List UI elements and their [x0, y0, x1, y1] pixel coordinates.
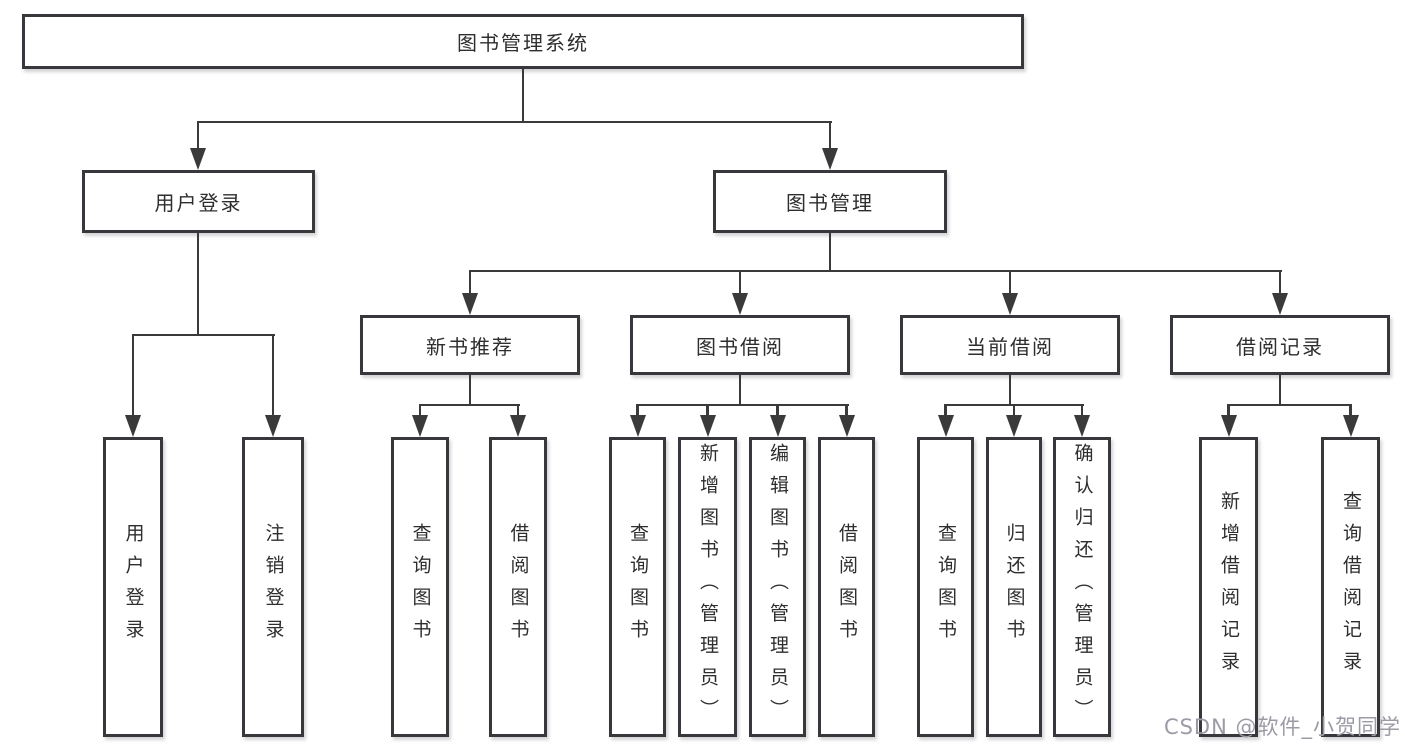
node-root: 图书管理系统 — [22, 14, 1024, 69]
arrowhead — [937, 415, 954, 437]
leaf-label: 查询图书 — [409, 523, 432, 651]
connector-vline — [1008, 271, 1012, 294]
connector-vline — [1349, 405, 1352, 416]
arrowhead — [462, 293, 478, 315]
connector-vline — [706, 405, 709, 416]
node-borrowing-records: 借阅记录 — [1170, 315, 1390, 375]
arrowhead — [1342, 415, 1359, 437]
node-current-borrowing: 当前借阅 — [900, 315, 1120, 375]
arrowhead — [699, 415, 716, 437]
connector-hline — [636, 403, 850, 407]
connector-vline — [1278, 375, 1282, 406]
connector-hline — [418, 403, 520, 407]
arrowhead — [1220, 415, 1237, 437]
connector-vline — [1278, 271, 1282, 294]
arrowhead — [265, 415, 281, 437]
leaf-query-books-current: 查询图书 — [917, 437, 974, 737]
leaf-return-book: 归还图书 — [986, 437, 1042, 737]
leaf-add-borrow-record: 新增借阅记录 — [1199, 437, 1258, 737]
leaf-label: 查询图书 — [935, 523, 957, 651]
watermark: CSDN @软件_小贺同学 — [1163, 715, 1401, 739]
leaf-label: 用户登录 — [122, 523, 145, 651]
connector-vline — [828, 233, 832, 272]
arrowhead — [1074, 415, 1090, 437]
leaf-label: 确认归还（管理员） — [1071, 443, 1094, 731]
connector-hline — [196, 120, 832, 124]
connector-vline — [738, 271, 742, 294]
leaf-label: 查询图书 — [627, 523, 649, 651]
arrowhead — [1002, 293, 1018, 315]
leaf-label: 新增借阅记录 — [1218, 491, 1240, 683]
connector-hline — [131, 333, 275, 337]
leaf-add-book-admin: 新增图书（管理员） — [678, 437, 737, 737]
connector-vline — [196, 122, 200, 149]
leaf-label: 借阅图书 — [836, 523, 858, 651]
connector-vline — [738, 375, 742, 406]
arrowhead — [125, 415, 141, 437]
leaf-logout: 注销登录 — [242, 437, 304, 737]
connector-vline — [271, 335, 275, 416]
leaf-query-books-borrowing: 查询图书 — [609, 437, 666, 737]
connector-vline — [521, 69, 525, 123]
leaf-user-login: 用户登录 — [103, 437, 163, 737]
leaf-label: 注销登录 — [262, 523, 285, 651]
arrowhead — [1006, 415, 1022, 437]
leaf-label: 新增图书（管理员） — [697, 443, 719, 731]
leaf-borrow-books-recommend: 借阅图书 — [489, 437, 547, 737]
connector-hline — [468, 269, 1282, 273]
connector-vline — [1227, 405, 1230, 416]
arrowhead — [732, 293, 748, 315]
leaf-edit-book-admin: 编辑图书（管理员） — [749, 437, 806, 737]
connector-vline — [776, 405, 779, 416]
node-book-borrowing: 图书借阅 — [630, 315, 850, 375]
leaf-label: 编辑图书（管理员） — [767, 443, 789, 731]
arrowhead — [822, 148, 838, 170]
connector-vline — [131, 335, 135, 416]
connector-vline — [1012, 405, 1016, 416]
arrowhead — [838, 415, 855, 437]
leaf-label: 归还图书 — [1003, 523, 1026, 651]
connector-vline — [418, 405, 422, 416]
connector-vline — [468, 271, 472, 294]
connector-vline — [828, 122, 832, 149]
node-book-management: 图书管理 — [713, 170, 947, 233]
node-user-login: 用户登录 — [82, 170, 315, 233]
leaf-label: 查询借阅记录 — [1340, 491, 1362, 683]
arrowhead — [629, 415, 646, 437]
arrowhead — [190, 148, 206, 170]
connector-vline — [516, 405, 520, 416]
connector-vline — [196, 233, 200, 336]
connector-vline — [1008, 375, 1012, 406]
connector-vline — [468, 375, 472, 406]
arrowhead — [769, 415, 786, 437]
connector-vline — [845, 405, 848, 416]
arrowhead — [412, 415, 428, 437]
leaf-query-borrow-record: 查询借阅记录 — [1321, 437, 1380, 737]
arrowhead — [1272, 293, 1288, 315]
connector-vline — [636, 405, 639, 416]
leaf-label: 借阅图书 — [507, 523, 530, 651]
node-new-book-recommend: 新书推荐 — [360, 315, 580, 375]
connector-hline — [1227, 403, 1353, 407]
connector-vline — [1080, 405, 1084, 416]
leaf-query-books-recommend: 查询图书 — [391, 437, 449, 737]
leaf-confirm-return-admin: 确认归还（管理员） — [1053, 437, 1111, 737]
leaf-borrow-books: 借阅图书 — [818, 437, 875, 737]
arrowhead — [510, 415, 526, 437]
connector-vline — [944, 405, 947, 416]
